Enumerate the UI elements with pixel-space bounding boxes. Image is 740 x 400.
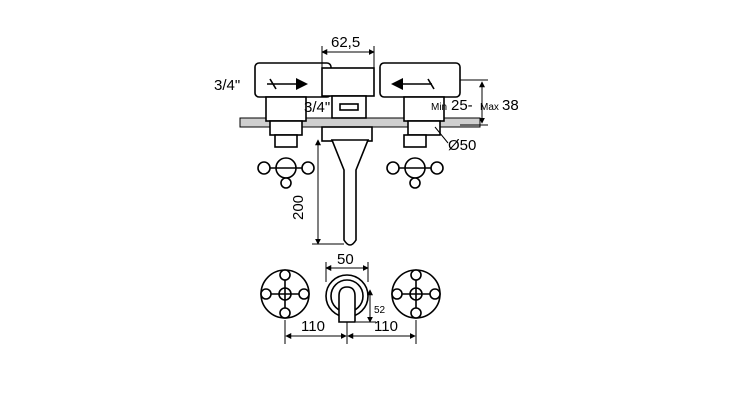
spout-front	[325, 274, 369, 323]
height-label: 200	[290, 195, 307, 220]
cross-handle-icon	[260, 269, 310, 319]
left-valve-body	[254, 62, 332, 136]
spout	[330, 139, 370, 246]
spacing-right-label: 110	[374, 318, 398, 335]
cross-handle-icon	[257, 134, 315, 189]
inlet-thread-label: 3/4"	[214, 77, 240, 94]
center-connector	[321, 67, 375, 142]
spacing-left-label: 110	[301, 318, 325, 335]
max-value: 38	[502, 97, 519, 114]
outlet-thread-label: 3/4"	[304, 99, 330, 116]
cross-handle-icon	[386, 134, 444, 189]
cross-handle-icon	[391, 269, 441, 319]
max-prefix: Max	[480, 102, 499, 113]
diameter-label: Ø50	[448, 137, 476, 154]
arrow-right-icon	[267, 78, 308, 90]
min-value: 25-	[451, 97, 473, 114]
spout-width-label: 50	[337, 251, 354, 268]
min-prefix: Min	[431, 102, 447, 113]
width-top-label: 62,5	[331, 34, 360, 51]
spout-offset-label: 52	[374, 305, 386, 316]
arrow-left-icon	[391, 78, 435, 90]
